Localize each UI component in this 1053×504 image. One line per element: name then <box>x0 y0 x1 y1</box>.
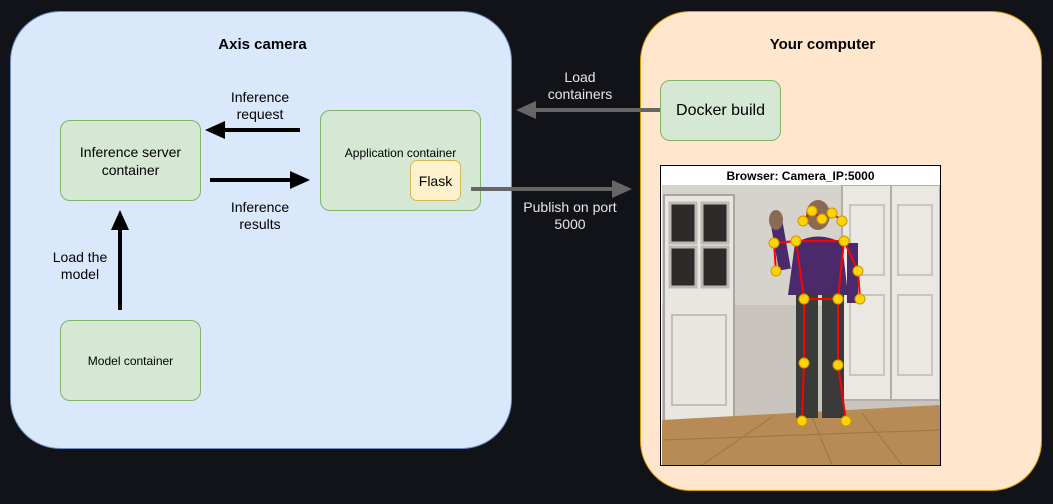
model-container-label: Model container <box>87 353 174 368</box>
door-icon <box>663 194 735 431</box>
load-model-label: Load the model <box>52 249 108 282</box>
axis-camera-title: Axis camera <box>218 36 307 53</box>
load-containers-arrowhead <box>516 101 536 119</box>
application-container-label: Application container <box>344 146 457 160</box>
your-computer-title: Your computer <box>769 36 876 53</box>
model-container[interactable]: Model container <box>60 320 201 401</box>
inference-request-arrowhead <box>205 121 225 139</box>
inference-request-label: Inference request <box>230 89 290 122</box>
browser-window[interactable]: Browser: Camera_IP:5000 <box>660 165 941 466</box>
pose-skeleton <box>773 209 861 422</box>
browser-title: Browser: Camera_IP:5000 <box>726 169 875 183</box>
inference-server-label: Inference server container <box>79 143 182 178</box>
docker-build-box[interactable]: Docker build <box>660 80 781 141</box>
publish-arrowhead <box>612 180 632 198</box>
publish-label: Publish on port 5000 <box>523 199 617 232</box>
flask-box[interactable]: Flask <box>410 160 461 201</box>
inference-results-arrowhead <box>290 171 310 189</box>
inference-results-label: Inference results <box>230 199 290 232</box>
load-model-arrowhead <box>111 210 129 230</box>
inference-server-container[interactable]: Inference server container <box>60 120 201 201</box>
load-containers-label: Load containers <box>547 69 613 102</box>
docker-build-label: Docker build <box>676 101 765 119</box>
flask-label: Flask <box>418 172 453 189</box>
pose-estimation-photo <box>662 185 940 465</box>
pose-keypoints <box>768 205 866 427</box>
